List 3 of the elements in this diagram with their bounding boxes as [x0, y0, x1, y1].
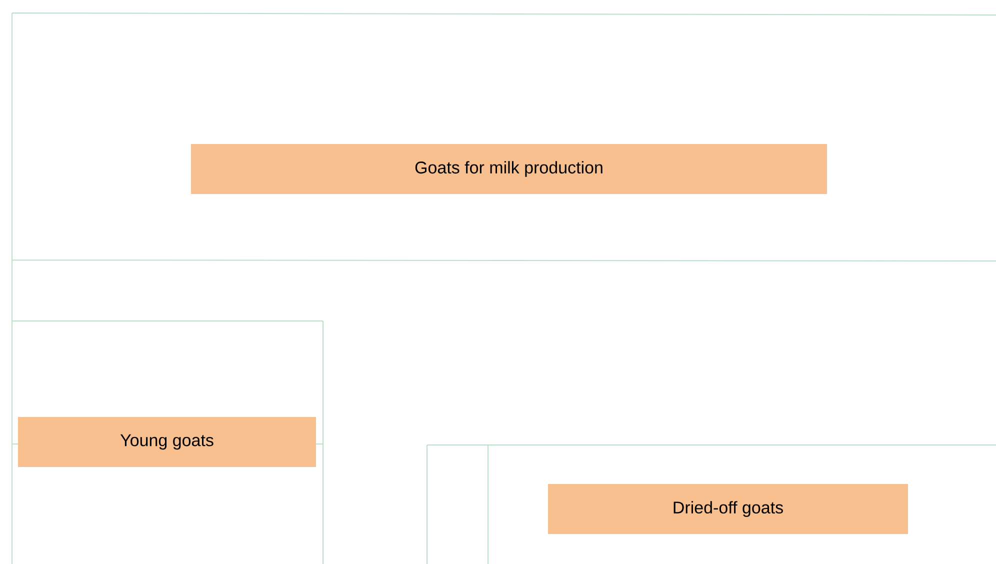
label-box: Goats for milk production	[191, 144, 827, 194]
label-box: Young goats	[18, 417, 316, 467]
label-box: Dried-off goats	[548, 484, 908, 534]
